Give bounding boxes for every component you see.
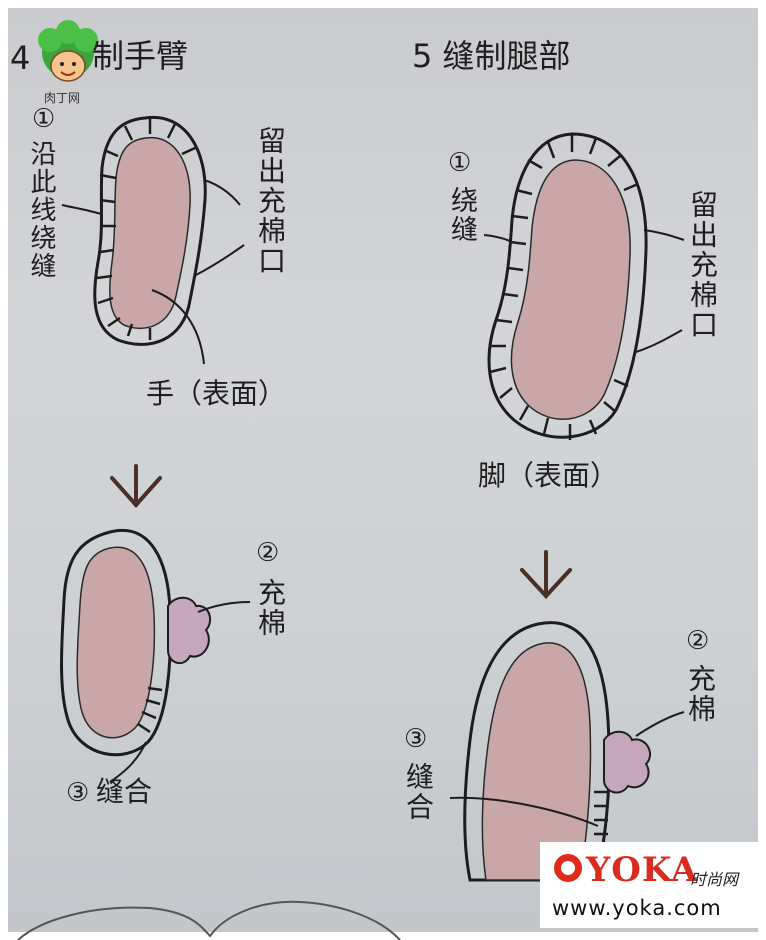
leg-part-label: 脚（表面） bbox=[478, 462, 618, 490]
leg-stitched-piece bbox=[484, 134, 684, 440]
leg-close-label: 缝合 bbox=[404, 762, 432, 822]
leg-opening-label: 留出充棉口 bbox=[688, 190, 716, 340]
hand-stuff-label: 充棉 bbox=[256, 578, 284, 638]
stuffing-icon bbox=[604, 732, 650, 793]
watermark-url: www.yoka.com bbox=[552, 896, 722, 920]
leg-stuff-label: 充棉 bbox=[686, 664, 714, 724]
leg-step-marker-1: ① bbox=[448, 150, 471, 176]
step4-title: 制手臂 bbox=[92, 40, 188, 72]
step5-title: 5 缝制腿部 bbox=[412, 40, 571, 72]
hand-close-label: 缝合 bbox=[96, 778, 152, 806]
step4-number: 4 bbox=[10, 42, 30, 74]
yoka-watermark: YOKA 时尚网 www.yoka.com bbox=[540, 842, 760, 928]
stuffing-icon bbox=[168, 598, 210, 663]
leg-step-marker-2: ② bbox=[686, 628, 709, 654]
logo-caption: 肉丁网 bbox=[44, 92, 80, 104]
hand-step-marker-2: ② bbox=[256, 540, 279, 566]
watermark-brand: YOKA bbox=[586, 850, 698, 890]
yoka-logo-icon bbox=[554, 854, 582, 882]
hand-step-marker-3: ③ bbox=[66, 780, 89, 806]
hand-opening-label: 留出充棉口 bbox=[256, 126, 284, 276]
hand-stitched-piece bbox=[62, 117, 244, 364]
hand-whipstitch-label: 沿此线绕缝 bbox=[28, 140, 54, 280]
watermark-tagline: 时尚网 bbox=[690, 866, 738, 890]
hand-step-marker-1: ① bbox=[32, 106, 55, 132]
down-arrow-icon bbox=[522, 552, 570, 596]
leg-step-marker-3: ③ bbox=[404, 726, 427, 752]
leg-whipstitch-label: 绕缝 bbox=[448, 186, 475, 244]
hand-part-label: 手（表面） bbox=[146, 380, 286, 408]
hand-stuffed-piece bbox=[62, 530, 251, 782]
down-arrow-icon bbox=[112, 466, 160, 505]
logo-mascot-icon bbox=[38, 20, 98, 81]
